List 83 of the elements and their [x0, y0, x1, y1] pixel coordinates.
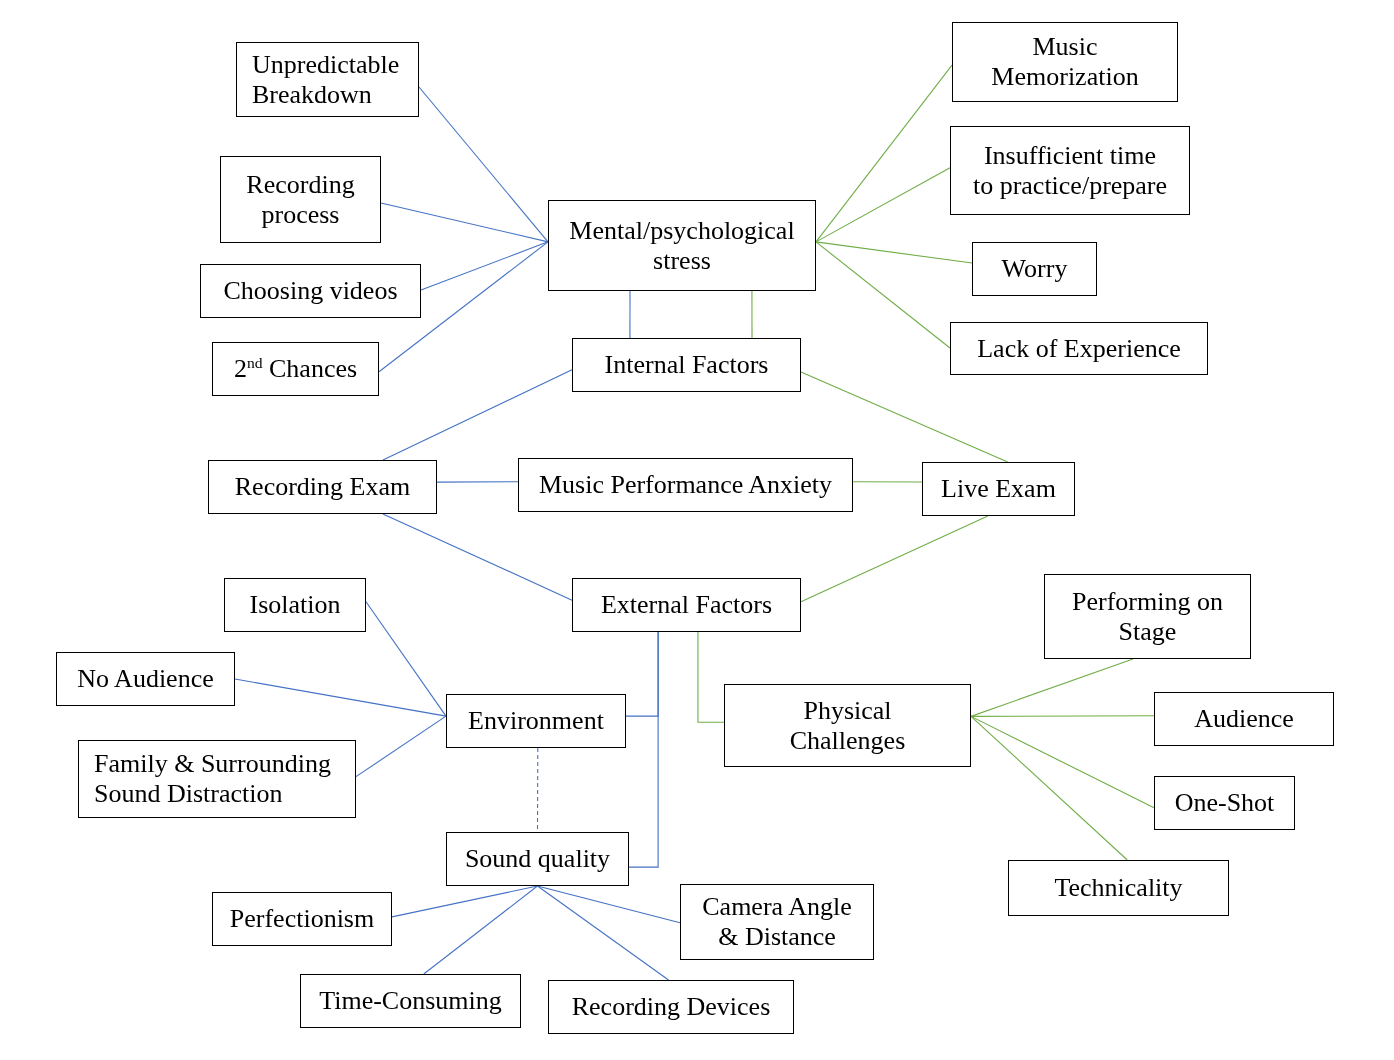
concept-box	[200, 264, 421, 318]
connector-line	[970, 715, 1155, 717]
concept-label: Sound quality	[464, 844, 611, 874]
concept-box	[950, 322, 1208, 375]
concept-label: Insufficient time to practice/prepare	[971, 140, 1169, 201]
connector-line	[382, 369, 573, 461]
concept-box	[724, 684, 971, 767]
concept-box	[972, 242, 1097, 296]
concept-box	[446, 694, 626, 748]
connector-line	[382, 513, 573, 601]
connector-line	[697, 631, 725, 723]
concept-box	[952, 22, 1178, 102]
concept-box	[220, 156, 381, 243]
concept-label: Live Exam	[941, 474, 1056, 504]
concept-box	[208, 460, 437, 514]
concept-box	[518, 458, 853, 512]
concept-box	[950, 126, 1190, 215]
concept-label: Time-Consuming	[319, 986, 502, 1016]
concept-box	[1154, 776, 1295, 830]
concept-label: Recording process	[245, 169, 356, 230]
concept-box	[572, 578, 801, 632]
connector-line	[423, 885, 539, 975]
concept-label: Unpredictable Breakdown	[252, 49, 401, 110]
connector-line	[970, 715, 1155, 809]
concept-box	[922, 462, 1075, 516]
connector-line	[970, 658, 1134, 717]
concept-label: Environment	[468, 706, 604, 736]
concept-box	[446, 832, 629, 886]
connector-line	[420, 241, 549, 291]
concept-label: Perfectionism	[229, 904, 375, 934]
concept-label: External Factors	[600, 590, 773, 620]
concept-box	[78, 740, 356, 818]
concept-box	[572, 338, 801, 392]
concept-box	[300, 974, 521, 1028]
concept-label: Choosing videos	[223, 276, 398, 306]
concept-label: Family & Surrounding Sound Distraction	[94, 749, 332, 809]
concept-box	[548, 200, 816, 291]
concept-box	[680, 884, 874, 960]
connector-line	[852, 481, 923, 483]
connector-line	[380, 202, 549, 243]
concept-label: Audience	[1194, 704, 1294, 734]
concept-label: Lack of Experience	[977, 333, 1181, 364]
connector-line	[815, 241, 951, 349]
concept-box	[236, 42, 419, 117]
connector-line	[378, 241, 549, 373]
concept-label: Camera Angle & Distance	[701, 892, 853, 952]
concept-box	[212, 342, 379, 396]
connector-line	[436, 481, 519, 483]
connector-line	[800, 371, 1009, 463]
concept-label: Performing on Stage	[1071, 586, 1224, 647]
concept-label: Worry	[1001, 254, 1068, 284]
concept-box	[548, 980, 794, 1034]
connector-line	[815, 241, 973, 264]
connector-line	[970, 715, 1128, 861]
concept-box	[212, 892, 392, 946]
connector-line	[536, 885, 670, 981]
connector-line	[751, 290, 753, 339]
concept-label: No Audience	[77, 664, 214, 694]
concept-label: Recording Exam	[234, 472, 411, 502]
concept-label: Music Performance Anxiety	[538, 470, 833, 500]
concept-label: Mental/psychological stress	[568, 215, 796, 276]
concept-label: Internal Factors	[604, 350, 769, 380]
concept-label: Isolation	[249, 590, 341, 620]
connector-line	[815, 64, 953, 243]
concept-label: Music Memorization	[990, 32, 1140, 92]
connector-line	[815, 167, 951, 243]
concept-box	[1044, 574, 1251, 659]
connector-line	[365, 601, 447, 717]
concept-label: Physical Challenges	[788, 695, 907, 756]
connector-line	[418, 86, 549, 243]
connector-line	[800, 515, 989, 603]
concept-box	[1008, 860, 1229, 916]
concept-label: One-Shot	[1174, 788, 1275, 818]
connector-line	[629, 290, 631, 339]
connector-line	[628, 631, 659, 868]
concept-label: Recording Devices	[571, 992, 771, 1022]
concept-box	[56, 652, 235, 706]
concept-box	[224, 578, 366, 632]
concept-label: Technicality	[1054, 873, 1183, 903]
connector-line	[355, 715, 447, 778]
connector-line	[234, 678, 447, 717]
concept-box	[1154, 692, 1334, 746]
concept-label: 2$^{nd}$ Chances	[233, 354, 358, 384]
